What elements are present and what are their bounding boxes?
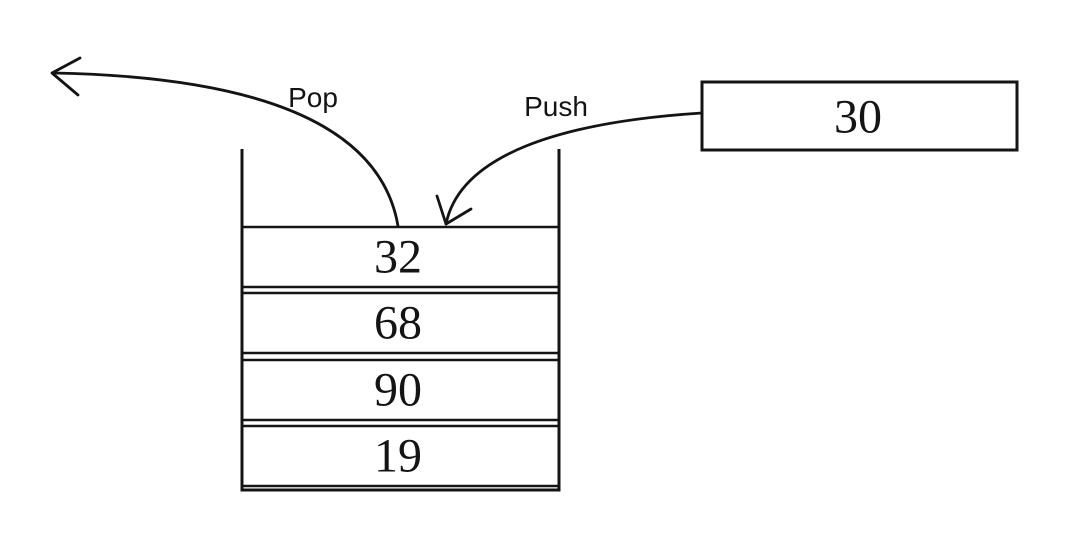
stack-cell-value: 32 xyxy=(374,231,422,284)
push-arrowhead-icon xyxy=(435,194,473,226)
push-arrow xyxy=(435,111,704,226)
stack-cell xyxy=(240,424,561,488)
incoming-value-rect xyxy=(700,80,1019,152)
push-label: Push xyxy=(524,91,588,122)
incoming-value: 30 xyxy=(834,91,882,144)
stack-cells: 32 68 90 19 xyxy=(240,225,561,488)
stack-cell xyxy=(240,291,561,355)
stack-cell-value: 68 xyxy=(374,297,422,350)
pop-label: Pop xyxy=(288,82,338,113)
pop-arrow-curve xyxy=(52,71,400,228)
pop-arrow xyxy=(50,56,400,228)
stack-cell xyxy=(240,225,561,289)
stack-cell xyxy=(240,358,561,422)
push-arrow-curve xyxy=(444,111,704,226)
stack-cell-value: 90 xyxy=(374,364,422,417)
pop-arrowhead-icon xyxy=(50,56,82,97)
stack-cell-value: 19 xyxy=(374,430,422,483)
incoming-value-box: 30 xyxy=(700,80,1019,152)
